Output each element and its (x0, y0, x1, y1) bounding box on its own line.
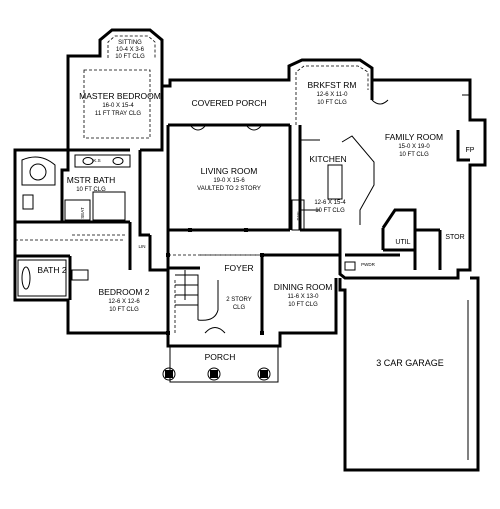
svg-text:COVERED PORCH: COVERED PORCH (191, 98, 266, 108)
svg-text:CLG: CLG (233, 305, 246, 311)
svg-text:2 STORY: 2 STORY (226, 297, 251, 303)
room-kitchen: KITCHEN 12-6 X 15-4 10 FT CLG (309, 154, 346, 214)
svg-text:10-4 X 3-6: 10-4 X 3-6 (116, 47, 145, 53)
svg-text:BRKFST RM: BRKFST RM (308, 80, 357, 90)
room-lin: LIN (138, 244, 145, 249)
room-covered-porch: COVERED PORCH (191, 98, 266, 108)
svg-text:SEAT: SEAT (80, 207, 85, 219)
room-bath2: BATH 2 (37, 265, 66, 275)
svg-text:PAN: PAN (296, 212, 301, 221)
room-garage: 3 CAR GARAGE (376, 358, 444, 368)
room-dining-room: DINING ROOM 11-6 X 13-0 10 FT CLG (274, 282, 333, 308)
svg-text:10 FT CLG: 10 FT CLG (109, 307, 139, 313)
exterior-walls (13, 28, 487, 472)
svg-text:KITCHEN: KITCHEN (309, 154, 346, 164)
svg-text:15-0 X 19-0: 15-0 X 19-0 (398, 144, 430, 150)
svg-text:10 FT CLG: 10 FT CLG (288, 302, 318, 308)
svg-text:FP: FP (466, 147, 475, 154)
room-sitting: SITTING 10-4 X 3-6 10 FT CLG (115, 40, 145, 60)
svg-text:12-6 X 15-4: 12-6 X 15-4 (314, 200, 346, 206)
room-util: UTIL (395, 239, 410, 246)
room-brkfst-rm: BRKFST RM 12-6 X 11-0 10 FT CLG (308, 80, 357, 106)
fixture-labels: K.S SEAT (80, 158, 101, 219)
room-porch: PORCH (205, 352, 236, 362)
svg-text:LIN: LIN (138, 244, 145, 249)
svg-text:VAULTED TO 2 STORY: VAULTED TO 2 STORY (197, 186, 261, 192)
room-living-room: LIVING ROOM 19-0 X 15-6 VAULTED TO 2 STO… (197, 166, 261, 192)
svg-text:DINING ROOM: DINING ROOM (274, 282, 333, 292)
room-stor: STOR (445, 234, 464, 241)
room-master-bedroom: MASTER BEDROOM 16-0 X 15-4 11 FT TRAY CL… (79, 91, 161, 117)
interior-walls (15, 80, 442, 333)
svg-text:MASTER BEDROOM: MASTER BEDROOM (79, 91, 161, 101)
svg-text:10 FT CLG: 10 FT CLG (315, 208, 345, 214)
svg-text:SITTING: SITTING (118, 40, 142, 46)
svg-text:10 FT CLG: 10 FT CLG (76, 187, 106, 193)
svg-text:K.S: K.S (93, 158, 100, 163)
svg-text:11-6 X 13-0: 11-6 X 13-0 (288, 294, 320, 300)
svg-text:10 FT CLG: 10 FT CLG (317, 100, 347, 106)
svg-text:10 FT CLG: 10 FT CLG (399, 152, 429, 158)
room-mstr-bath: MSTR BATH 10 FT CLG (67, 175, 115, 193)
plan-details (15, 35, 470, 460)
svg-text:PORCH: PORCH (205, 352, 236, 362)
room-pantry: PAN (296, 212, 301, 221)
room-pwdr: PWDR (361, 262, 375, 267)
room-bedroom2: BEDROOM 2 12-6 X 12-6 10 FT CLG (98, 287, 149, 313)
svg-text:BATH 2: BATH 2 (37, 265, 66, 275)
svg-text:19-0 X 15-6: 19-0 X 15-6 (213, 178, 245, 184)
svg-text:12-6 X 11-0: 12-6 X 11-0 (317, 92, 349, 98)
svg-text:12-6 X 12-6: 12-6 X 12-6 (108, 299, 140, 305)
svg-text:PWDR: PWDR (361, 262, 375, 267)
svg-text:STOR: STOR (445, 234, 464, 241)
svg-text:11 FT TRAY CLG: 11 FT TRAY CLG (95, 111, 141, 117)
svg-text:UTIL: UTIL (395, 239, 410, 246)
svg-text:FAMILY ROOM: FAMILY ROOM (385, 132, 443, 142)
room-fireplace: FP (466, 147, 475, 154)
room-family-room: FAMILY ROOM 15-0 X 19-0 10 FT CLG (385, 132, 443, 158)
svg-text:FOYER: FOYER (224, 263, 253, 273)
room-foyer: FOYER 2 STORY CLG (224, 263, 253, 311)
svg-text:3 CAR GARAGE: 3 CAR GARAGE (376, 358, 444, 368)
svg-text:LIVING ROOM: LIVING ROOM (201, 166, 258, 176)
svg-text:16-0 X 15-4: 16-0 X 15-4 (102, 103, 134, 109)
svg-text:BEDROOM 2: BEDROOM 2 (98, 287, 149, 297)
svg-text:MSTR BATH: MSTR BATH (67, 175, 115, 185)
svg-text:10 FT CLG: 10 FT CLG (115, 54, 145, 60)
